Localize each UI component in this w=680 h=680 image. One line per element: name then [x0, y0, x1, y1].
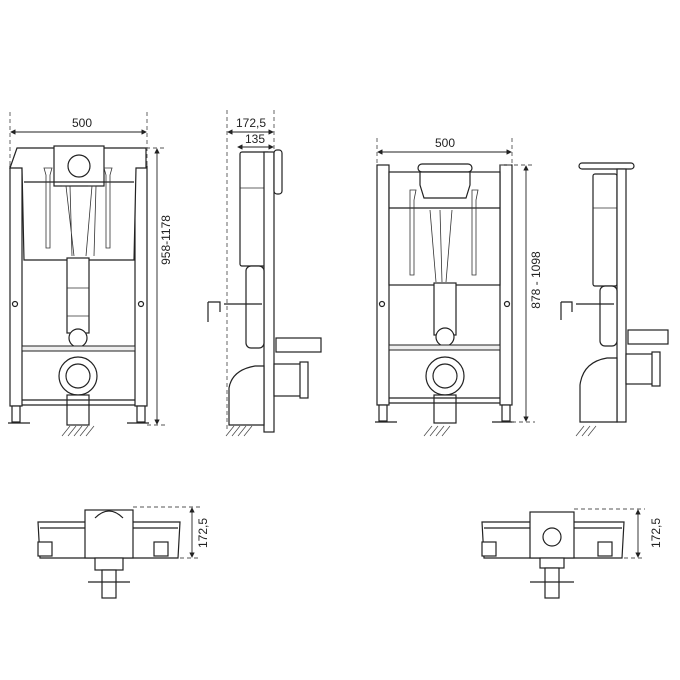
top-view-a: 172,5: [37, 506, 210, 599]
height-label-b: 878 - 1098: [529, 251, 543, 309]
front-view-a: 500 958-1178: [8, 112, 173, 437]
height-label: 958-1178: [159, 215, 173, 265]
depth-label-top-a: 172,5: [196, 518, 210, 548]
floor-hatch: [61, 425, 95, 437]
depth-label-top-b: 172,5: [649, 518, 663, 548]
depth-total-label: 172,5: [236, 116, 266, 130]
depth-frame-label: 135: [245, 132, 265, 146]
width-label-b: 500: [435, 136, 455, 150]
width-label: 500: [72, 116, 92, 130]
front-view-b: 500 878 - 1098: [375, 136, 543, 437]
top-view-b: 172,5: [481, 508, 663, 599]
side-view-a: 172,5 135: [207, 110, 322, 437]
side-view-b: [560, 162, 669, 437]
